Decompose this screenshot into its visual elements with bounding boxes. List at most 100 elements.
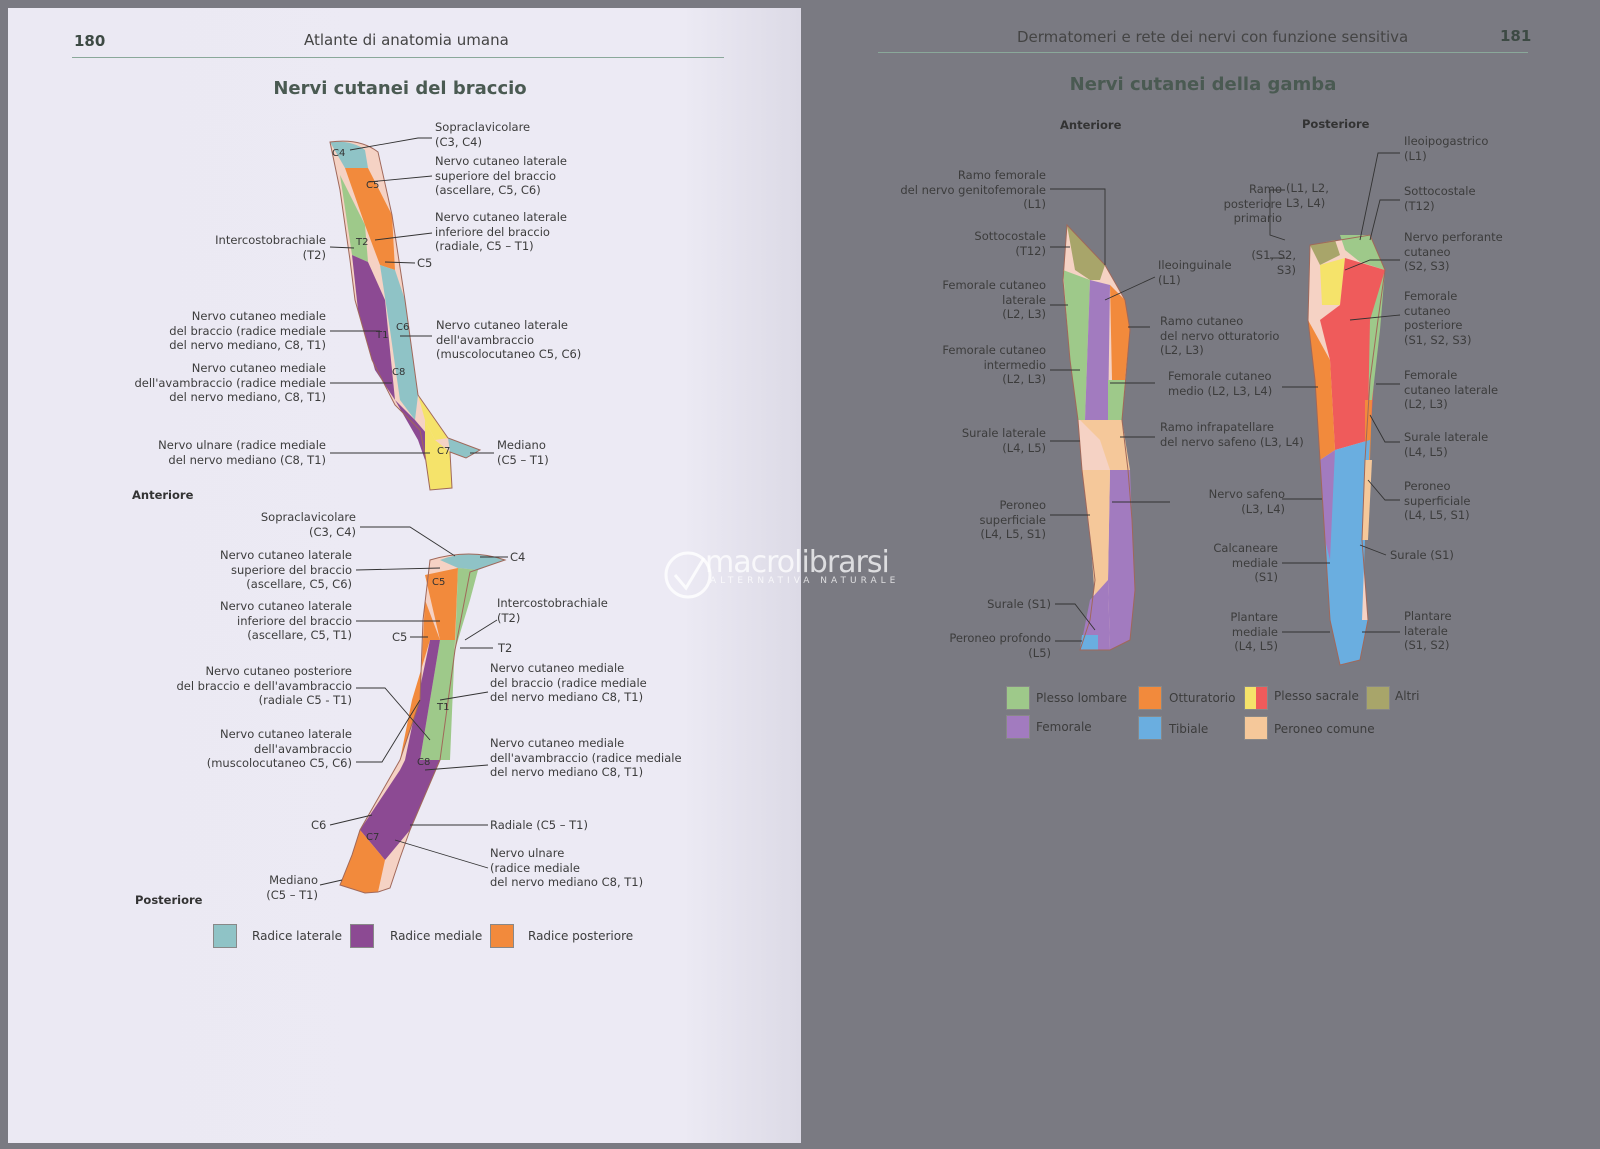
post-arm-label-8: Nervo cutaneo posteriore del braccio e d… — [176, 664, 352, 707]
legend-swatch-obturator — [1138, 686, 1162, 710]
posterior-leg-figure — [1307, 234, 1386, 666]
seg-c6: C6 — [396, 322, 409, 333]
left-page-number: 180 — [74, 32, 106, 50]
legend-label-posterior: Radice posteriore — [528, 929, 634, 943]
ant-arm-label-5: Intercostobrachiale (T2) — [215, 233, 326, 262]
watermark-brand: macrolibrarsi — [705, 545, 890, 580]
post-arm-label-1: Sopraclavicolare (C3, C4) — [260, 510, 356, 539]
post-leg-label-12: Calcaneare mediale (S1) — [1213, 541, 1278, 584]
ant-leg-label-6: Peroneo superficiale (L4, L5, S1) — [979, 498, 1046, 541]
legend-swatch-tibial — [1138, 716, 1162, 740]
ant-arm-label-3: Nervo cutaneo laterale inferiore del bra… — [435, 210, 567, 253]
seg-t2: T2 — [355, 237, 368, 248]
seg-c8: C8 — [392, 367, 405, 378]
seg-post-c5: C5 — [432, 577, 445, 588]
post-leg-label-6: Nervo perforante cutaneo (S2, S3) — [1404, 230, 1503, 273]
seg-c4: C4 — [332, 148, 345, 159]
ant-leg-label-13: Nervo safeno (L3, L4) — [1208, 487, 1285, 516]
post-arm-label-3: Nervo cutaneo laterale superiore del bra… — [220, 548, 352, 591]
ant-leg-label-8: Peroneo profondo (L5) — [949, 631, 1051, 660]
ant-leg-label-2: Sottocostale (T12) — [974, 229, 1046, 258]
legend-label-lateral: Radice laterale — [252, 929, 342, 943]
post-arm-label-15: Mediano (C5 – T1) — [266, 873, 318, 902]
legend-label-lumbar: Plesso lombare — [1036, 691, 1128, 705]
anterior-leg-heading: Anteriore — [1060, 118, 1122, 132]
anterior-arm-heading: Anteriore — [132, 488, 194, 502]
post-leg-label-14: Plantare laterale (S1, S2) — [1404, 609, 1452, 652]
seg-post-c7: C7 — [366, 832, 379, 843]
right-running-head: Dermatomeri e rete dei nervi con funzion… — [1017, 28, 1409, 46]
posterior-arm-figure: C5 T1 C8 C7 — [339, 553, 507, 894]
post-leg-label-7: Femorale cutaneo posteriore (S1, S2, S3) — [1404, 289, 1472, 347]
right-page-number: 181 — [1500, 27, 1532, 45]
post-leg-label-2: (L1, L2, L3, L4) — [1286, 181, 1329, 210]
left-page — [8, 8, 801, 1143]
ant-arm-label-2: Nervo cutaneo laterale superiore del bra… — [435, 154, 567, 197]
seg-c7: C7 — [437, 446, 450, 457]
legend-label-femoral: Femorale — [1036, 720, 1092, 734]
seg-t1: T1 — [375, 330, 388, 341]
post-arm-label-7: T2 — [498, 641, 513, 655]
legend-swatch-medial — [350, 924, 374, 948]
post-arm-label-12: C6 — [311, 818, 327, 832]
legend-swatch-lumbar — [1006, 686, 1030, 710]
post-arm-label-10: Nervo cutaneo laterale dell'avambraccio … — [206, 727, 352, 770]
anterior-leg-figure — [1062, 223, 1136, 651]
ant-arm-label-6: Nervo cutaneo mediale del braccio (radic… — [169, 309, 326, 352]
post-arm-label-9: Nervo cutaneo mediale del braccio (radic… — [490, 661, 647, 704]
post-leg-label-1: Ramo posteriore primario — [1223, 182, 1282, 225]
post-leg-label-8: Femorale cutaneo laterale (L2, L3) — [1404, 368, 1499, 411]
ant-leg-label-11: Femorale cutaneo medio (L2, L3, L4) — [1168, 369, 1273, 398]
legend-label-tibial: Tibiale — [1169, 722, 1209, 736]
ant-leg-label-5: Surale laterale (L4, L5) — [961, 426, 1046, 455]
post-arm-label-6: C5 — [392, 630, 408, 644]
legend-label-sacral: Plesso sacrale — [1274, 689, 1359, 703]
ant-leg-label-4: Femorale cutaneo intermedio (L2, L3) — [942, 343, 1046, 386]
ant-leg-label-7: Surale (S1) — [987, 597, 1051, 611]
ant-arm-label-8: Nervo cutaneo mediale dell'avambraccio (… — [134, 361, 326, 404]
post-arm-label-4: Intercostobrachiale (T2) — [497, 596, 608, 625]
ant-arm-label-10: Mediano (C5 – T1) — [497, 438, 549, 467]
post-leg-label-3: (S1, S2, S3) — [1251, 248, 1296, 277]
right-page-title: Nervi cutanei della gamba — [1069, 74, 1337, 95]
post-leg-label-10: Peroneo superficiale (L4, L5, S1) — [1404, 479, 1471, 522]
post-arm-label-2: C4 — [510, 550, 526, 564]
post-arm-label-5: Nervo cutaneo laterale inferiore del bra… — [220, 599, 352, 642]
post-arm-label-11: Nervo cutaneo mediale dell'avambraccio (… — [490, 736, 682, 779]
left-running-head: Atlante di anatomia umana — [304, 31, 509, 49]
seg-post-c8: C8 — [417, 757, 430, 768]
ant-arm-label-1: Sopraclavicolare (C3, C4) — [435, 120, 531, 149]
legend-label-common-peroneal: Peroneo comune — [1274, 722, 1375, 736]
legend-swatch-lateral — [213, 924, 237, 948]
ant-leg-label-9: Ileoinguinale (L1) — [1158, 258, 1232, 287]
legend-swatch-femoral — [1006, 715, 1030, 739]
watermark-tagline: ALTERNATIVA NATURALE — [710, 576, 900, 586]
anterior-arm-figure: C4 C5 T2 T1 C6 C8 C7 — [329, 140, 482, 491]
legend-label-others: Altri — [1395, 689, 1420, 703]
post-leg-label-11: Surale (S1) — [1390, 548, 1454, 562]
seg-post-t1: T1 — [436, 702, 449, 713]
right-header-rule — [878, 52, 1528, 53]
ant-arm-label-7: Nervo cutaneo laterale dell'avambraccio … — [436, 318, 582, 361]
left-page-title: Nervi cutanei del braccio — [273, 78, 527, 99]
ant-arm-label-4: C5 — [417, 256, 433, 270]
ant-arm-label-9: Nervo ulnare (radice mediale del nervo m… — [158, 438, 326, 467]
legend-label-obturator: Otturatorio — [1169, 691, 1236, 705]
legend-swatch-common-peroneal — [1244, 716, 1268, 740]
post-arm-label-13: Radiale (C5 – T1) — [490, 818, 588, 832]
post-leg-label-13: Plantare mediale (L4, L5) — [1230, 610, 1278, 653]
seg-c5: C5 — [366, 180, 379, 191]
legend-swatch-sacral — [1244, 686, 1268, 710]
ant-leg-label-1: Ramo femorale del nervo genitofemorale (… — [900, 168, 1046, 211]
legend-swatch-others — [1366, 686, 1390, 710]
left-header-rule — [72, 57, 724, 58]
post-leg-label-4: Ileoipogastrico (L1) — [1404, 134, 1489, 163]
legend-swatch-posterior — [490, 924, 514, 948]
post-arm-label-14: Nervo ulnare (radice mediale del nervo m… — [490, 846, 644, 889]
posterior-arm-heading: Posteriore — [135, 893, 203, 907]
post-leg-label-5: Sottocostale (T12) — [1404, 184, 1476, 213]
ant-leg-label-12: Ramo infrapatellare del nervo safeno (L3… — [1160, 420, 1304, 449]
